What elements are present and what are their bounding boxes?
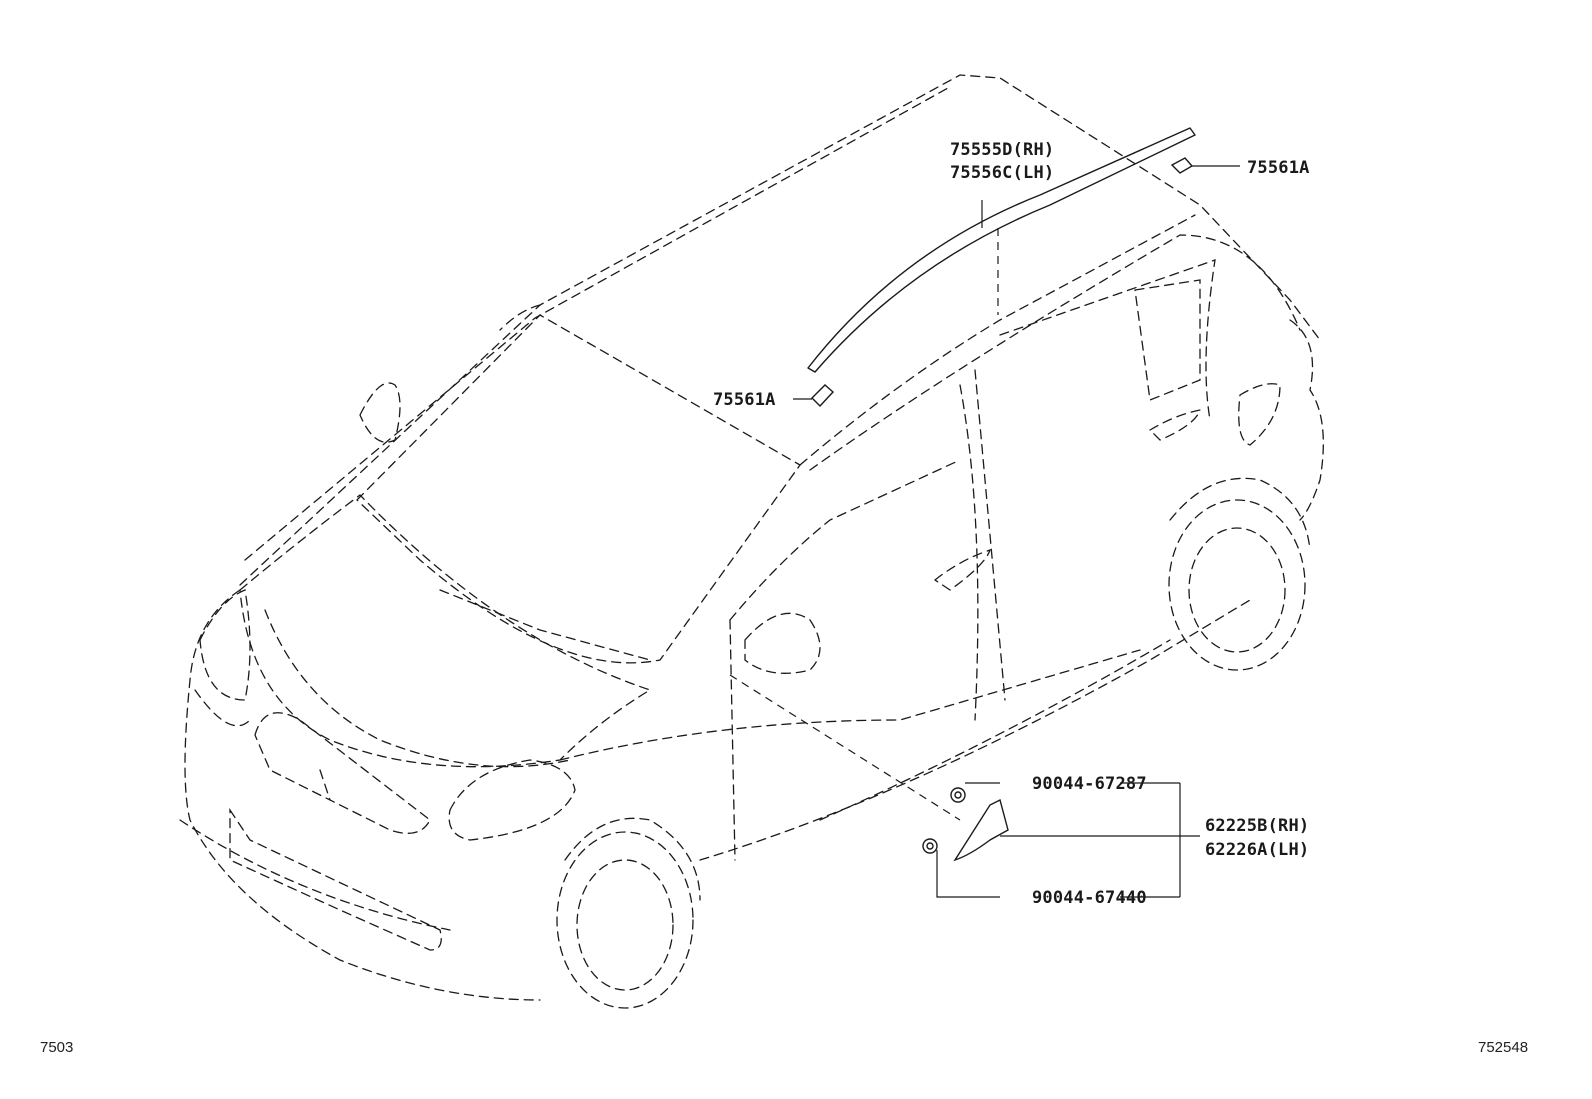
screw-lower xyxy=(922,838,1180,898)
bracket-leader xyxy=(1179,783,1200,897)
fender-garnish xyxy=(953,798,1180,862)
label-garnish-lh: 62226A(LH) xyxy=(1205,840,1309,860)
footer-right-code: 752548 xyxy=(1478,1039,1528,1056)
roof-molding xyxy=(807,127,1196,373)
clip-front xyxy=(793,384,835,408)
clip-rear xyxy=(1170,157,1240,174)
label-garnish-rh: 62225B(RH) xyxy=(1205,816,1309,836)
screw-upper xyxy=(950,782,1180,803)
label-molding-rh: 75555D(RH) xyxy=(950,140,1054,160)
label-screw-lower: 90044-67440 xyxy=(1032,888,1147,908)
label-clip-front: 75561A xyxy=(713,390,776,410)
label-molding-lh: 75556C(LH) xyxy=(950,163,1054,183)
label-clip-rear: 75561A xyxy=(1247,158,1310,178)
car-body-outline xyxy=(179,74,1324,1009)
label-screw-upper: 90044-67287 xyxy=(1032,774,1147,794)
footer-left-code: 7503 xyxy=(40,1039,73,1056)
